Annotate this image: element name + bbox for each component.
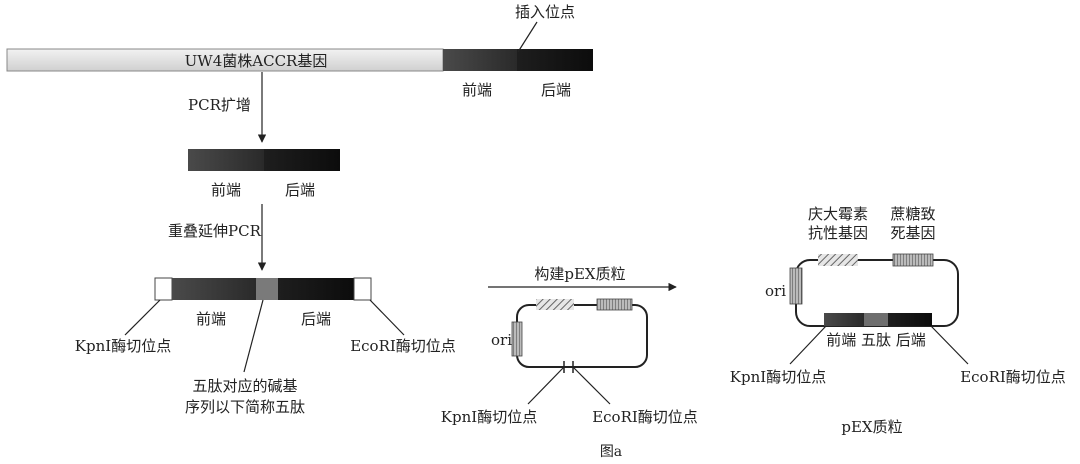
kpn-pointer-left (124, 299, 161, 336)
vector-plasmid (511, 298, 648, 373)
vector-kpn-pointer (527, 366, 565, 405)
pex-insert-label: 前端 五肽 后端 (826, 331, 926, 349)
overlap-ecor-label: EcoRⅠ酶切位点 (350, 337, 456, 355)
pex-insert-pentapeptide (864, 313, 888, 326)
gene-front-label: 前端 (462, 81, 492, 99)
pcr-label: PCR扩增 (188, 96, 251, 114)
pex-plasmid (789, 253, 959, 327)
pentapeptide-line2: 序列以下简称五肽 (185, 398, 305, 416)
overlap-pcr-label: 重叠延伸PCR (168, 222, 262, 240)
pex-name-label: pEX质粒 (841, 418, 902, 436)
vector-ecor-label: EcoRⅠ酶切位点 (592, 408, 698, 426)
pcr-front-label: 前端 (211, 181, 241, 199)
pex-ori (789, 267, 803, 305)
vector-gentamicin-gene (536, 299, 574, 310)
gene-back-label: 后端 (541, 81, 571, 99)
pex-kpn-pointer (789, 325, 827, 365)
pcr-back-label: 后端 (285, 181, 315, 199)
pex-ecor-label: EcoRⅠ酶切位点 (960, 368, 1066, 386)
pex-ecor-pointer (930, 325, 969, 365)
overlap-product-bar (154, 277, 372, 301)
pex-sucrose-gene (892, 253, 934, 267)
vector-sucrose-gene (596, 298, 633, 311)
pex-ori-label: ori (765, 282, 786, 300)
gene-back-segment (517, 49, 593, 71)
pentapeptide-line1: 五肽对应的碱基 (192, 377, 297, 395)
pex-kpn-label: KpnⅠ酶切位点 (730, 368, 826, 386)
construct-label: 构建pEX质粒 (534, 265, 625, 283)
ecor-pointer-left (369, 299, 405, 336)
vector-kpn-label: KpnⅠ酶切位点 (441, 408, 537, 426)
pcr-product-bar (188, 149, 340, 171)
gentamicin-label-line1: 庆大霉素 (808, 205, 868, 223)
pex-insert-back (888, 313, 932, 326)
vector-ori-label: ori (491, 331, 512, 349)
overlap-front-label: 前端 (196, 310, 226, 328)
insertion-site-pointer (517, 21, 538, 53)
pentapeptide-segment (256, 278, 278, 300)
overlap-back-label: 后端 (301, 310, 331, 328)
gene-label: UW4菌株ACCR基因 (185, 52, 328, 70)
pex-insert-front (824, 313, 864, 326)
overlap-kpn-label: KpnⅠ酶切位点 (75, 337, 171, 355)
gene-front-segment (443, 49, 517, 71)
insertion-site-label: 插入位点 (515, 3, 575, 21)
accr-gene-bar (6, 48, 593, 72)
pentapeptide-pointer (243, 299, 264, 373)
sucrose-label-line2: 死基因 (890, 224, 935, 242)
vector-ecor-pointer (572, 366, 611, 405)
vector-ori (511, 321, 523, 357)
sucrose-label-line1: 蔗糖致 (890, 205, 935, 223)
pex-gentamicin-gene (818, 254, 858, 266)
figure-caption: 图a (600, 444, 622, 460)
gentamicin-label-line2: 抗性基因 (808, 224, 868, 242)
